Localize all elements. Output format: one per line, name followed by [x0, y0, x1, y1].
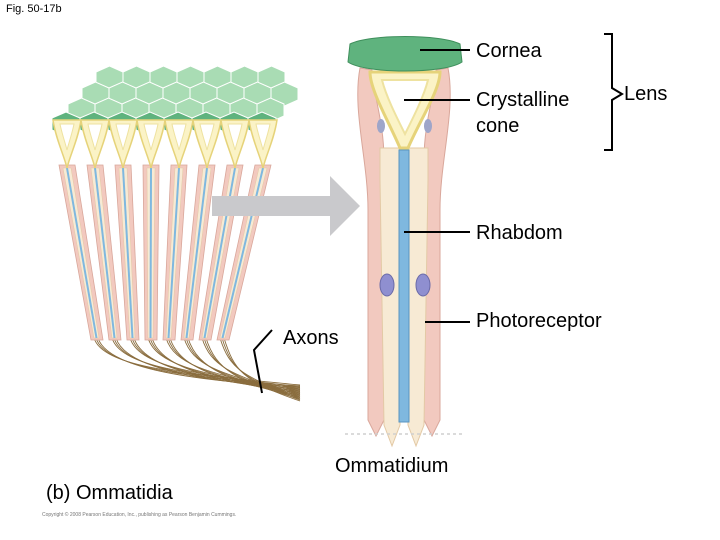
crystalline-cone-small-inner [171, 123, 187, 151]
axons-label: Axons [283, 327, 339, 349]
axon [133, 337, 301, 392]
cone-cell-nucleus-left [377, 119, 385, 133]
cornea-lens [347, 36, 463, 72]
copyright-text: Copyright © 2008 Pearson Education, Inc.… [42, 512, 237, 518]
rhabdom-label: Rhabdom [476, 222, 563, 244]
axon [183, 337, 301, 396]
ommatidia-bundle [51, 65, 301, 402]
axon [205, 337, 301, 400]
rhabdom [398, 149, 410, 423]
axon [187, 337, 301, 398]
axon-fan [93, 337, 301, 402]
lens-bracket [604, 33, 624, 151]
figure-id: Fig. 50-17b [6, 3, 62, 15]
cornea-label: Cornea [476, 40, 542, 62]
axon [185, 337, 301, 397]
crystalline-cone-small-inner [255, 123, 271, 151]
axon [111, 337, 301, 388]
axons-leader [252, 329, 273, 394]
ommatidium-label: Ommatidium [335, 455, 449, 477]
ommatidia-columns [58, 164, 272, 341]
nucleus-left [379, 273, 395, 297]
crystalline-cone-small-inner [143, 123, 159, 151]
axon [97, 337, 301, 388]
enlarge-arrow [212, 176, 360, 236]
ommatidium-rhabdom [94, 167, 116, 339]
crystalline-cones-row [52, 119, 278, 169]
axon [115, 337, 301, 390]
ommatidium-rhabdom [185, 167, 208, 339]
crystalline-cone-label-line1: Crystalline [476, 89, 570, 111]
axon [165, 337, 301, 394]
ommatidium-rhabdom [66, 167, 98, 339]
crystalline-cone-small-inner [87, 123, 103, 151]
crystalline-cone-inner [380, 79, 430, 137]
ommatidium-rhabdom [122, 167, 134, 339]
photoreceptor-label: Photoreceptor [476, 310, 602, 332]
leader-lines [252, 33, 624, 394]
nucleus-right [415, 273, 431, 297]
crystalline-cone-small-inner [227, 123, 243, 151]
axon [223, 337, 301, 402]
axon [147, 337, 301, 392]
single-ommatidium [345, 36, 463, 448]
crystalline-cone-label-line2: cone [476, 115, 520, 137]
axon [93, 337, 301, 386]
ommatidium-rhabdom [149, 167, 152, 339]
axon [151, 337, 301, 394]
cone-cell-nucleus-right [424, 119, 432, 133]
lens-label: Lens [624, 83, 668, 105]
axon [95, 337, 301, 387]
crystalline-cone-small-inner [199, 123, 215, 151]
crystalline-cone-small-inner [59, 123, 75, 151]
ommatidia-label: (b) Ommatidia [46, 482, 173, 504]
crystalline-cone-small-inner [115, 123, 131, 151]
axon [129, 337, 301, 390]
ommatidium-rhabdom [167, 167, 180, 339]
